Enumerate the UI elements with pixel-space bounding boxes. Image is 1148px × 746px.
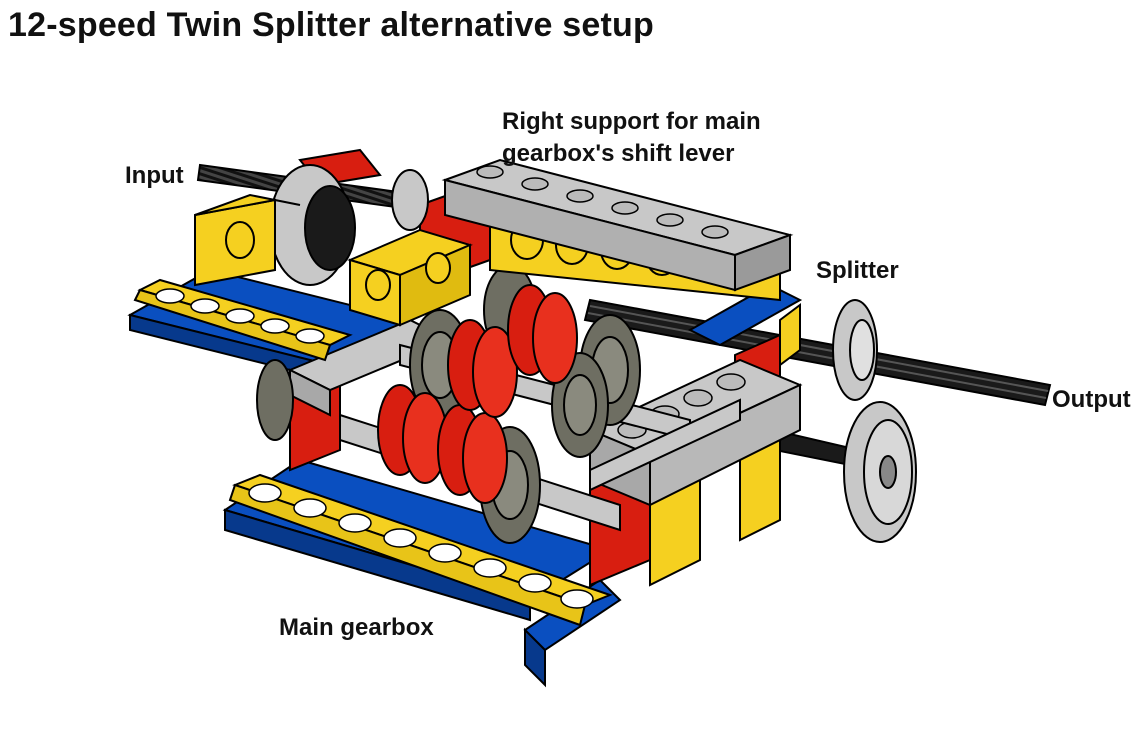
splitter-gear <box>832 299 878 401</box>
input-gear <box>269 164 429 286</box>
label-right-support-line1: Right support for main <box>502 108 761 135</box>
gray-beam-left <box>287 318 453 417</box>
label-main-gearbox: Main gearbox <box>279 614 434 641</box>
yellow-liftarm-upper <box>133 278 353 362</box>
red-clutch-gears <box>377 284 578 504</box>
page-title: 12-speed Twin Splitter alternative setup <box>8 6 654 44</box>
label-output: Output <box>1052 386 1131 413</box>
large-gear-output <box>843 401 917 543</box>
gray-plate-front <box>589 398 741 492</box>
output-axle <box>583 298 1052 407</box>
label-splitter: Splitter <box>816 257 899 284</box>
yellow-bricks-left <box>194 193 473 327</box>
label-input: Input <box>125 162 184 189</box>
label-right-support-line2: gearbox's shift lever <box>502 140 735 167</box>
right-support-plate <box>441 158 794 292</box>
yellow-liftarm-lower <box>228 473 613 627</box>
